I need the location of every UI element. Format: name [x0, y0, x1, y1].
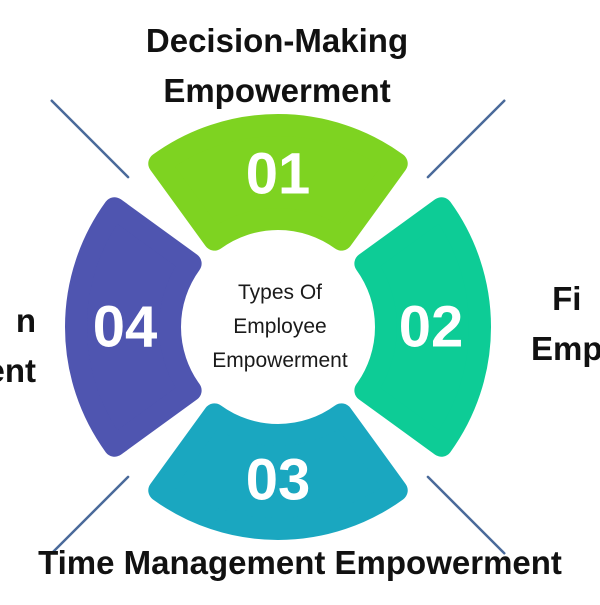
center-title-line-2: Employee: [233, 315, 327, 338]
connector-lines: [50, 99, 506, 555]
label-time-management-empowerment: Time Management Empowerment: [0, 538, 600, 588]
label-top-line-1: Decision-Making: [145, 22, 409, 59]
number-03: 03: [246, 448, 311, 513]
number-02: 02: [399, 295, 464, 360]
number-01: 01: [246, 142, 311, 207]
segment-03: [148, 403, 408, 540]
label-decision-making-empowerment: Decision-Making Empowerment: [0, 16, 554, 116]
segment-02: [354, 197, 491, 457]
segment-01: [148, 114, 408, 251]
connector-line-2: [426, 99, 506, 179]
label-right-empowerment: Fi Emp: [531, 274, 600, 374]
center-title-line-1: Types Of: [237, 281, 323, 304]
ring-segments: 01 02 03 04: [65, 114, 491, 540]
number-04: 04: [93, 295, 158, 360]
center-title: Types Of Employee Empowerment: [180, 276, 380, 378]
segment-04: [65, 197, 202, 457]
label-left-empowerment: n ent: [0, 296, 36, 396]
label-right-line-2: Emp: [531, 330, 600, 367]
label-left-line-2: ent: [0, 352, 36, 389]
connector-line-3: [426, 475, 506, 555]
label-bottom-line-1: Time Management Empowerment: [38, 544, 562, 581]
label-right-line-1: Fi: [552, 280, 582, 317]
label-left-line-1: n: [15, 302, 36, 339]
label-top-line-2: Empowerment: [163, 72, 391, 109]
connector-line-1: [50, 99, 130, 179]
connector-line-4: [50, 475, 130, 555]
center-title-line-3: Empowerment: [212, 349, 348, 372]
